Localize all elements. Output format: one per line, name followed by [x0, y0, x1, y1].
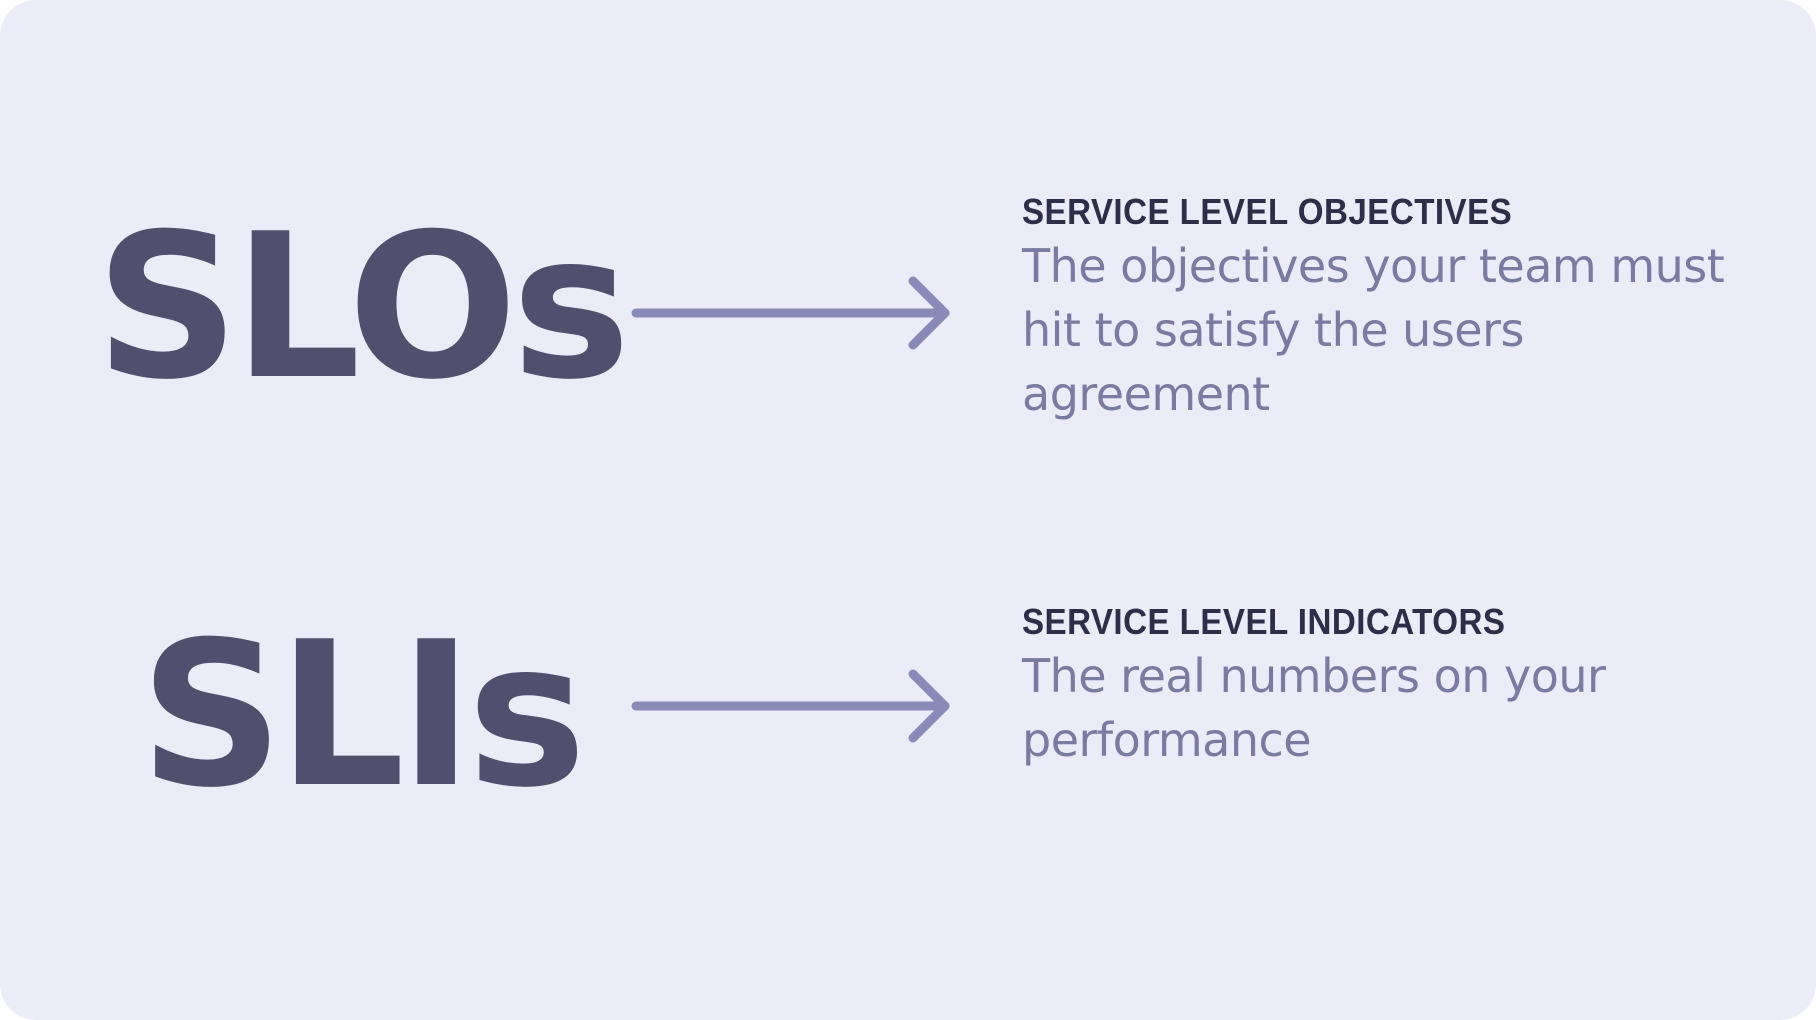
sli-heading: SERVICE LEVEL INDICATORS	[1022, 601, 1506, 642]
sli-description: The real numbers on your performance	[1022, 649, 1606, 767]
slo-description-block: SERVICE LEVEL OBJECTIVES The objectives …	[1022, 190, 1782, 426]
sli-row: SLIs SERVICE LEVEL INDICATORS The real n…	[0, 600, 1816, 816]
arrow-right-icon	[631, 276, 950, 350]
sli-description-block: SERVICE LEVEL INDICATORS The real number…	[1022, 600, 1782, 772]
arrow-right-icon	[631, 669, 950, 743]
sli-acronym: SLIs	[139, 599, 587, 832]
slo-acronym: SLOs	[95, 191, 630, 424]
slo-description: The objectives your team must hit to sat…	[1022, 239, 1725, 421]
slo-heading: SERVICE LEVEL OBJECTIVES	[1022, 191, 1513, 232]
slo-row: SLOs SERVICE LEVEL OBJECTIVES The object…	[0, 190, 1816, 450]
